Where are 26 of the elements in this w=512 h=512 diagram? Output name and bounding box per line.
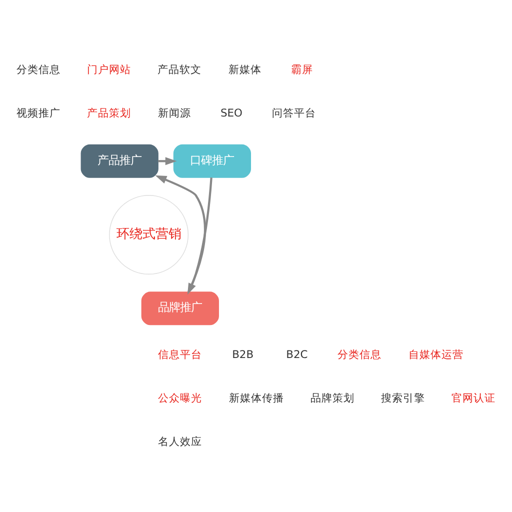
label: 品牌策划 xyxy=(310,390,355,404)
label: 霸屏 xyxy=(290,62,313,76)
label: 搜索引擎 xyxy=(381,390,426,404)
label: 名人效应 xyxy=(158,434,202,448)
label: 产品策划 xyxy=(86,106,131,120)
label: B2B xyxy=(232,347,254,360)
label: 信息平台 xyxy=(158,347,202,360)
label: 新媒体传播 xyxy=(228,390,284,404)
label: 新闻源 xyxy=(158,106,191,120)
label: 视频推广 xyxy=(16,106,60,120)
label: 公众曝光 xyxy=(158,390,202,404)
label: 分类信息 xyxy=(16,62,60,76)
label: B2C xyxy=(286,347,308,360)
node-box: 口碑推广 xyxy=(173,144,252,178)
label: SEO xyxy=(220,106,242,120)
label: 问答平台 xyxy=(272,106,316,120)
label: 产品软文 xyxy=(157,62,202,76)
arrow xyxy=(155,174,206,292)
label: 分类信息 xyxy=(338,347,382,360)
label: 官网认证 xyxy=(452,390,496,404)
label: 新媒体 xyxy=(228,62,262,76)
label: 自媒体运营 xyxy=(408,347,464,360)
node-circle: 环绕式营销 xyxy=(109,194,189,274)
node-box: 品牌推广 xyxy=(141,291,219,325)
node-box: 产品推广 xyxy=(80,144,158,178)
label: 门户网站 xyxy=(86,62,131,76)
